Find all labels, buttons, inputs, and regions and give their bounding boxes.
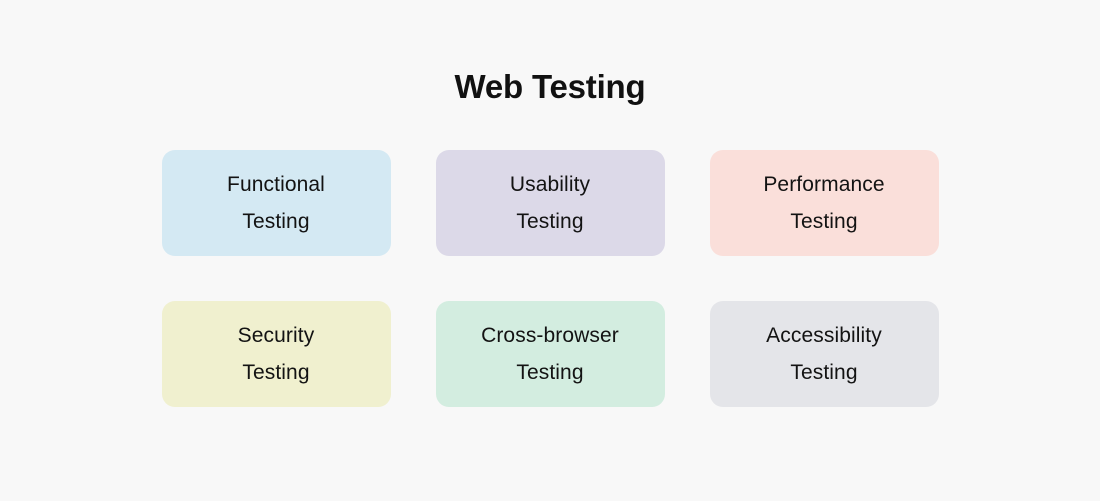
testing-types-grid: Functional Testing Usability Testing Per… (161, 150, 939, 407)
card-label: Functional Testing (227, 173, 325, 233)
card-label: Security Testing (237, 324, 315, 384)
card-functional-testing[interactable]: Functional Testing (161, 150, 391, 256)
card-label: Performance Testing (763, 173, 885, 233)
card-performance-testing[interactable]: Performance Testing (709, 150, 939, 256)
card-label: Accessibility Testing (766, 324, 882, 384)
card-cross-browser-testing[interactable]: Cross-browser Testing (435, 301, 665, 407)
card-label: Cross-browser Testing (481, 324, 619, 384)
page-title: Web Testing (454, 68, 646, 105)
card-security-testing[interactable]: Security Testing (161, 301, 391, 407)
card-usability-testing[interactable]: Usability Testing (435, 150, 665, 256)
card-accessibility-testing[interactable]: Accessibility Testing (709, 301, 939, 407)
card-label: Usability Testing (509, 173, 591, 233)
